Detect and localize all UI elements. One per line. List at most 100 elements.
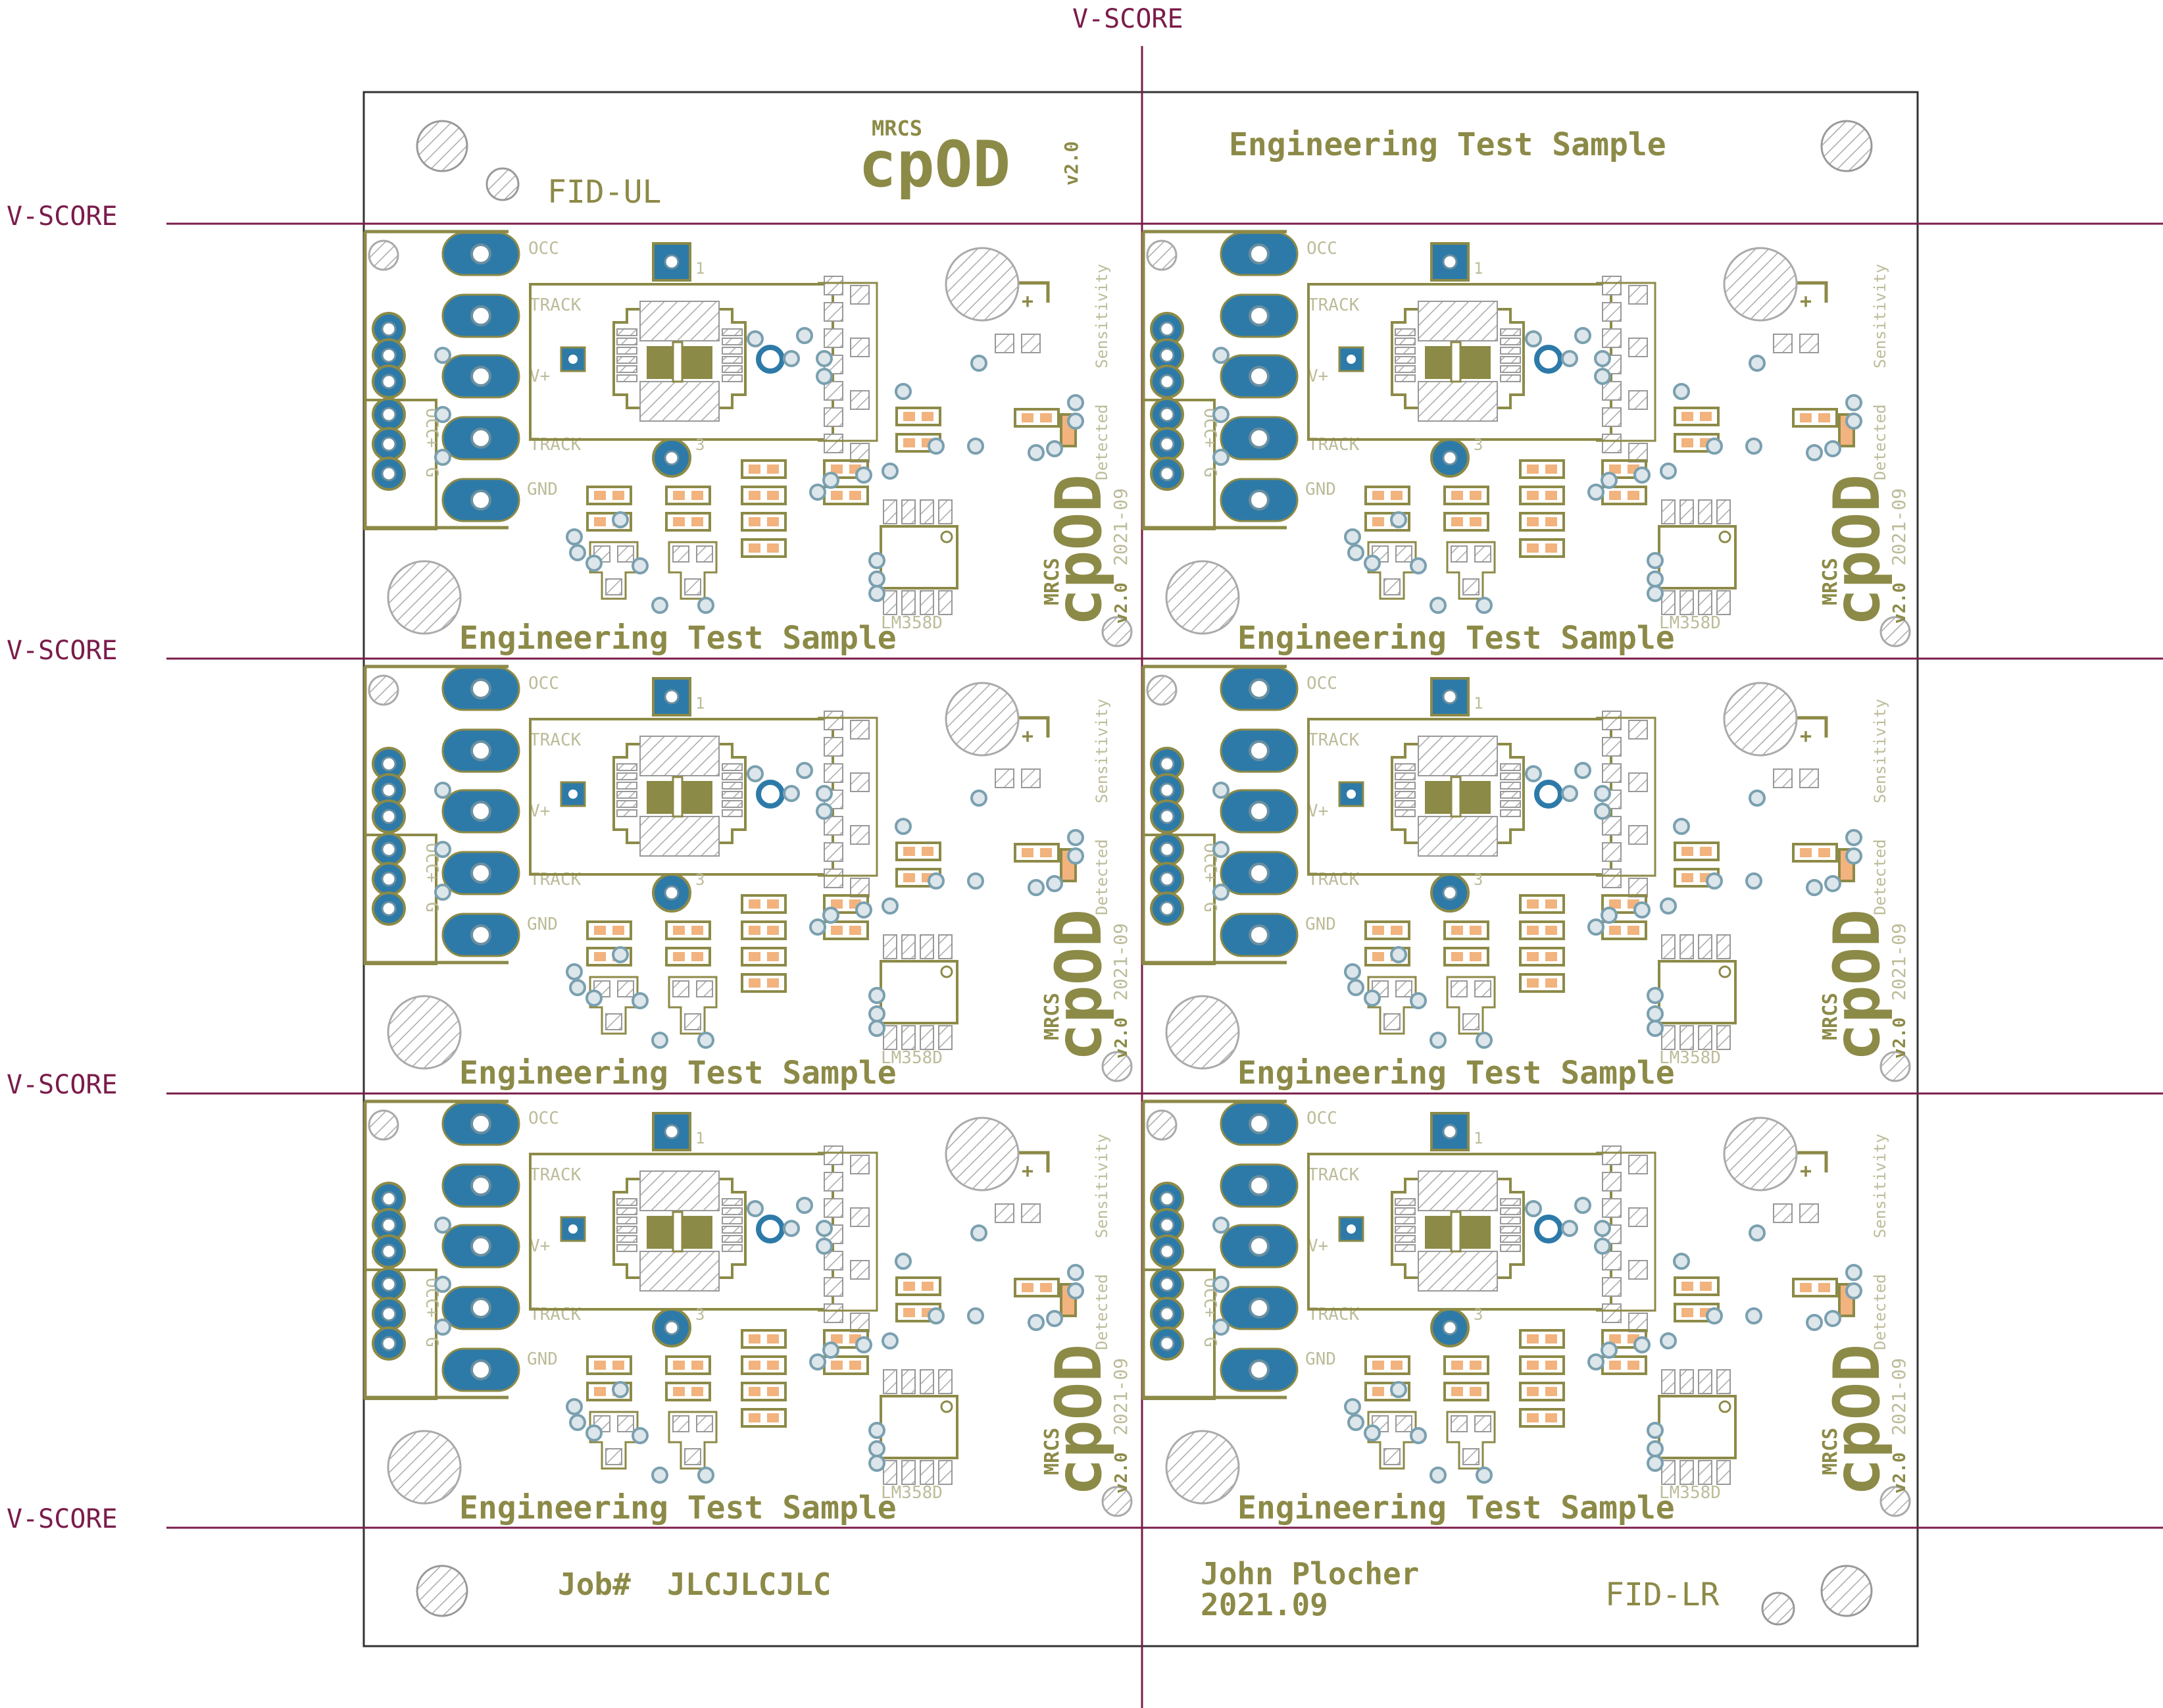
via <box>1673 1253 1690 1270</box>
via <box>651 1032 668 1049</box>
smd-pad <box>901 1369 916 1394</box>
via <box>1633 1336 1651 1353</box>
smd-pad <box>1021 334 1041 353</box>
track-label: TRACK <box>1308 870 1360 890</box>
smd-pad <box>1698 934 1712 959</box>
rail-version: v2.0 <box>1060 141 1082 186</box>
ic-lm358d <box>880 960 958 1024</box>
board-brand-small: MRCS <box>1041 993 1064 1040</box>
via <box>1525 330 1542 347</box>
mounting-hole <box>1723 1117 1798 1192</box>
smd-pad <box>722 328 743 336</box>
smd-pad <box>1500 1235 1521 1243</box>
detected-label: Detected <box>1871 1274 1889 1350</box>
smd-resistor <box>1443 512 1489 532</box>
smd-pad <box>920 1369 934 1394</box>
smd-pad <box>639 816 720 857</box>
smd-resistor <box>1519 459 1565 479</box>
smd-pad <box>722 374 743 382</box>
hdr-g-label: G <box>422 467 441 478</box>
via <box>1647 1422 1664 1439</box>
via <box>697 597 714 614</box>
smd-resistor <box>1519 1355 1565 1375</box>
via <box>632 992 649 1009</box>
screw-terminal-pad <box>1220 789 1299 834</box>
ic-label: LM358D <box>1659 613 1721 633</box>
smd-pad <box>616 328 637 336</box>
screw-terminal-pad <box>1220 478 1299 522</box>
mounting-hole <box>1879 616 1911 647</box>
via <box>822 472 839 489</box>
plus-label: + <box>1022 290 1033 313</box>
smd-pad <box>1773 768 1793 788</box>
via <box>895 383 912 400</box>
via <box>1347 979 1364 996</box>
smd-pad <box>1395 980 1412 997</box>
smd-pad <box>1799 334 1819 353</box>
mounting-hole <box>387 560 462 635</box>
pin1-label: 1 <box>695 259 705 278</box>
board-version: v2.0 <box>1112 1452 1131 1494</box>
board-brand-big: cpOD <box>1820 909 1894 1061</box>
smd-pad <box>1602 1303 1622 1323</box>
via <box>1845 1282 1862 1299</box>
via <box>1067 829 1084 846</box>
smd-pad <box>1661 499 1676 524</box>
smd-pad <box>722 763 743 771</box>
ic-lm358d <box>1658 1395 1737 1459</box>
smd-pad <box>1500 782 1521 790</box>
via <box>1212 884 1230 901</box>
via <box>434 1319 451 1336</box>
mounting-hole <box>1879 1486 1911 1517</box>
screw-terminal-pad <box>1220 913 1299 957</box>
smd-pad <box>824 434 843 453</box>
screw-terminal-pad <box>441 1286 520 1330</box>
smd-pad <box>850 443 870 463</box>
smd-pad <box>824 381 843 401</box>
screw-terminal-pad <box>441 478 520 522</box>
smd-pad <box>920 590 934 615</box>
smd-resistor <box>1792 1278 1838 1297</box>
via <box>1574 1197 1591 1214</box>
via <box>1067 413 1084 430</box>
via <box>1410 1427 1427 1444</box>
screw-terminal-pad <box>1220 728 1299 773</box>
board-date: 2021-09 <box>1888 923 1910 1001</box>
board-version: v2.0 <box>1112 582 1131 624</box>
header-pin <box>1150 1234 1184 1268</box>
sensitivity-label: Sensitivity <box>1093 699 1111 803</box>
via <box>1845 1264 1862 1281</box>
via <box>1706 438 1723 455</box>
via <box>569 979 586 996</box>
smd-pad <box>616 1235 637 1243</box>
via <box>612 511 629 528</box>
smd-pad <box>1451 1415 1468 1432</box>
via <box>816 1238 833 1255</box>
via <box>1594 1238 1611 1255</box>
rail-brand-small: MRCS <box>872 116 922 141</box>
smd-pad <box>639 381 720 422</box>
smd-pad <box>722 1226 743 1234</box>
smd-resistor <box>1364 1355 1410 1375</box>
sensor-pad <box>1534 780 1563 809</box>
smd-pad <box>1395 1217 1416 1224</box>
smd-resistor <box>823 1355 869 1375</box>
smd-pad <box>1602 868 1622 888</box>
via <box>1647 585 1664 602</box>
smd-pad <box>1451 545 1468 563</box>
smd-pad <box>938 934 953 959</box>
smd-resistor <box>895 1276 941 1296</box>
smd-pad <box>938 499 953 524</box>
smd-pad <box>1395 809 1416 817</box>
board-title: Engineering Test Sample <box>1237 620 1675 657</box>
header-pin <box>372 1208 406 1242</box>
smd-pad <box>883 1460 897 1485</box>
track-label: TRACK <box>530 730 582 750</box>
smd-pad <box>1799 768 1819 788</box>
smd-pad <box>824 842 843 862</box>
smd-pad <box>850 1207 870 1227</box>
via <box>651 597 668 614</box>
smd-pad <box>883 1369 897 1394</box>
smd-pad <box>1500 1226 1521 1234</box>
header-pin <box>372 1326 406 1361</box>
